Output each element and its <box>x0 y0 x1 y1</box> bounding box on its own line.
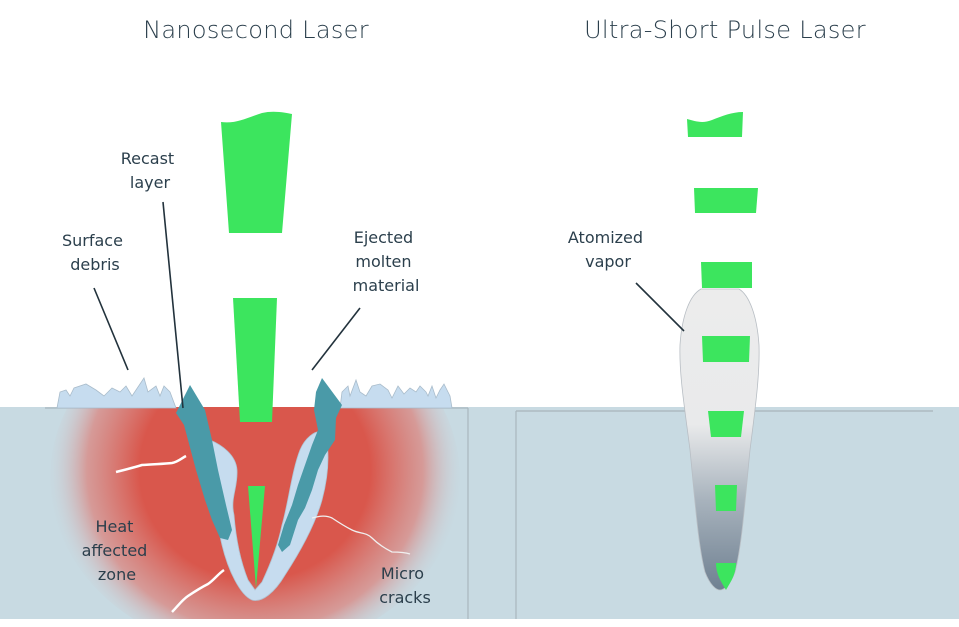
nanosecond-panel: Recast layer Surface debris Ejected molt… <box>50 111 460 619</box>
usp-pulse-2 <box>694 188 758 213</box>
label-heat-affected-zone: Heat affected zone <box>82 517 153 584</box>
ejected-molten-right <box>278 378 342 552</box>
panel-title-ultrashort: Ultra-Short Pulse Laser <box>584 16 866 44</box>
usp-pulse-6 <box>715 485 737 511</box>
leader-surface-debris <box>93 287 129 371</box>
ultrashort-panel: Atomized vapor <box>568 112 760 591</box>
usp-pulse-4 <box>702 336 750 362</box>
surface-debris-left <box>56 377 177 409</box>
crater-lining <box>208 431 329 601</box>
leader-atomized-vapor <box>635 282 685 332</box>
beam-pulse-3 <box>248 486 265 588</box>
label-surface-debris: Surface debris <box>62 231 128 274</box>
usp-pulse-7 <box>716 563 736 590</box>
surface-debris-right <box>339 378 453 409</box>
panel-title-nanosecond: Nanosecond Laser <box>143 16 369 44</box>
usp-pulse-1 <box>687 112 743 137</box>
leader-recast-layer <box>162 201 184 409</box>
label-recast-layer: Recast layer <box>121 149 180 192</box>
label-atomized-vapor: Atomized vapor <box>568 228 648 271</box>
usp-pulse-5 <box>708 411 744 437</box>
atomized-vapor-plume <box>679 288 760 591</box>
beam-pulse-1 <box>221 111 292 233</box>
label-micro-cracks: Micro cracks <box>379 564 431 607</box>
micro-crack-2 <box>171 568 225 613</box>
usp-pulse-3 <box>701 262 752 288</box>
label-ejected-material: Ejected molten material <box>353 228 420 295</box>
leader-ejected-material <box>311 307 361 371</box>
recast-layer-left <box>176 385 232 540</box>
micro-crack-1 <box>115 454 187 474</box>
beam-pulse-2 <box>233 298 277 422</box>
micro-crack-3 <box>311 515 411 555</box>
